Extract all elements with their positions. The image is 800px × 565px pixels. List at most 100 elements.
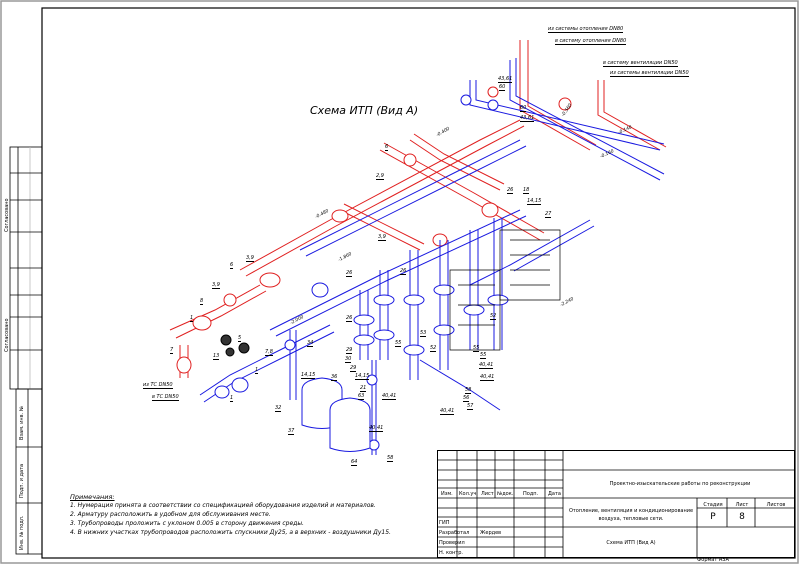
role-gip: ГИП bbox=[439, 520, 450, 526]
callout-label: 14,15 bbox=[301, 372, 316, 379]
callout-label: 18 bbox=[523, 187, 530, 194]
callout-label: 52 bbox=[430, 345, 437, 352]
valves bbox=[220, 334, 250, 357]
note-1: 1. Нумерация принята в соответствии со с… bbox=[70, 502, 376, 509]
callout-label: 7 bbox=[170, 347, 174, 354]
callout-label: 40,41 bbox=[479, 362, 494, 369]
callout-label: 30 bbox=[345, 356, 352, 363]
callout-label: 1 bbox=[255, 367, 259, 374]
pipe-label-vent-out: в систему вентиляции DN50 bbox=[603, 60, 678, 67]
role-developer: Разработал bbox=[439, 530, 470, 536]
header-list: Лист bbox=[481, 491, 494, 497]
sheet-title: Схема ИТП (Вид А) bbox=[606, 540, 656, 546]
callout-label: 40,41 bbox=[369, 425, 384, 432]
callout-label: 1 bbox=[190, 315, 194, 322]
callout-label: 8 bbox=[200, 298, 204, 305]
header-ndok: №док. bbox=[497, 491, 514, 497]
stamp-inv-replace: Взам. инв. № bbox=[19, 406, 25, 440]
stage-value: Р bbox=[710, 512, 716, 522]
stamp-agreed-2: Согласовано bbox=[4, 318, 10, 352]
role-norm-control: Н. контр. bbox=[439, 550, 463, 556]
callout-label: 6 bbox=[385, 144, 389, 151]
callout-label: 26 bbox=[346, 270, 353, 277]
callout-label: 3,9 bbox=[246, 255, 254, 262]
callout-label: 58 bbox=[387, 455, 394, 462]
sheet-label: Лист bbox=[735, 502, 749, 508]
note-2: 2. Арматуру расположить в удобном для об… bbox=[70, 511, 271, 518]
callout-label: 13 bbox=[213, 353, 220, 360]
pipe-label-ts-out: в ТС DN50 bbox=[152, 394, 179, 401]
callout-label: 60 bbox=[520, 105, 527, 112]
developer-name: Жердев bbox=[480, 530, 502, 536]
pipe-label-ts-in: из ТС DN50 bbox=[143, 382, 173, 389]
callout-label: 26 bbox=[400, 268, 407, 275]
callout-label: 34 bbox=[307, 340, 314, 347]
header-data: Дата bbox=[548, 491, 561, 497]
callout-label: 43,61 bbox=[520, 115, 535, 122]
format-label: Формат А3А bbox=[697, 557, 729, 563]
callout-label: 53 bbox=[420, 330, 427, 337]
callout-label: 7,8 bbox=[265, 349, 273, 356]
callout-label: 21 bbox=[360, 385, 367, 392]
callout-label: 29 bbox=[350, 365, 357, 372]
callout-label: 36 bbox=[331, 374, 338, 381]
organization: Проектно-изыскательские работы по реконс… bbox=[609, 481, 751, 487]
callout-label: 26 bbox=[346, 315, 353, 322]
callout-label: 2,9 bbox=[376, 173, 384, 180]
header-kol-uch: Кол.уч bbox=[459, 491, 477, 497]
callout-label: 1 bbox=[230, 395, 234, 402]
title-block-grid bbox=[437, 450, 795, 558]
callout-label: 32 bbox=[275, 405, 282, 412]
callout-label: 57 bbox=[467, 403, 474, 410]
drawing-title: Схема ИТП (Вид А) bbox=[310, 104, 419, 117]
callout-label: 60 bbox=[499, 84, 506, 91]
supply-fittings bbox=[176, 86, 572, 374]
callout-label: 55 bbox=[395, 340, 402, 347]
callout-label: 40,41 bbox=[480, 374, 495, 381]
callout-label: 58 bbox=[465, 387, 472, 394]
sheet-value: 8 bbox=[739, 512, 745, 522]
sheets-label: Листов bbox=[766, 502, 786, 508]
callout-label: 63 bbox=[358, 393, 365, 400]
stamp-inv-orig: Инв. № подл. bbox=[19, 515, 25, 551]
callout-label: 27 bbox=[545, 211, 552, 218]
stamp-agreed-1: Согласовано bbox=[4, 198, 10, 232]
callout-label: 14,15 bbox=[355, 373, 370, 380]
role-checker: Проверил bbox=[439, 540, 465, 546]
callout-label: 56 bbox=[463, 395, 470, 402]
callout-label: 64 bbox=[351, 459, 358, 466]
callout-label: 55 bbox=[473, 345, 480, 352]
heat-exchangers bbox=[449, 229, 561, 351]
note-4: 4. В нижних участках трубопроводов распо… bbox=[70, 529, 391, 536]
pipe-label-vent-in: из системы вентиляции DN50 bbox=[610, 70, 689, 77]
callout-label: 40,41 bbox=[382, 393, 397, 400]
callout-label: 3,9 bbox=[378, 234, 386, 241]
pipe-label-heating-out: в систему отопления DN80 bbox=[555, 38, 627, 45]
section-title: Отопление, вентиляция и кондиционировани… bbox=[568, 508, 694, 522]
callout-label: 52 bbox=[490, 313, 497, 320]
notes-heading: Примечания: bbox=[70, 493, 115, 501]
header-izm: Изм. bbox=[441, 491, 453, 497]
callout-label: 40,41 bbox=[440, 408, 455, 415]
return-pipes bbox=[199, 58, 665, 455]
stage-label: Стадия bbox=[703, 502, 723, 508]
callout-label: 5 bbox=[238, 335, 242, 342]
callout-label: 14,15 bbox=[527, 198, 542, 205]
title-block: Изм. Кол.уч Лист №док. Подп. Дата ГИП Ра… bbox=[437, 450, 795, 558]
header-podp: Подп. bbox=[523, 491, 539, 497]
callout-label: 43,61 bbox=[498, 76, 513, 83]
return-fittings bbox=[214, 94, 509, 451]
note-3: 3. Трубопроводы проложить с уклоном 0.00… bbox=[70, 520, 304, 527]
expansion-tanks bbox=[301, 377, 371, 452]
callout-label: 26 bbox=[507, 187, 514, 194]
callout-label: 3,9 bbox=[212, 282, 220, 289]
callout-label: 6 bbox=[230, 262, 234, 269]
stamp-sign-date: Подп. и дата bbox=[19, 463, 25, 498]
callout-label: 55 bbox=[480, 352, 487, 359]
pipe-label-heating-in: из системы отопления DN80 bbox=[548, 26, 624, 33]
left-stamp-lines bbox=[9, 146, 43, 555]
callout-label: 37 bbox=[288, 428, 295, 435]
